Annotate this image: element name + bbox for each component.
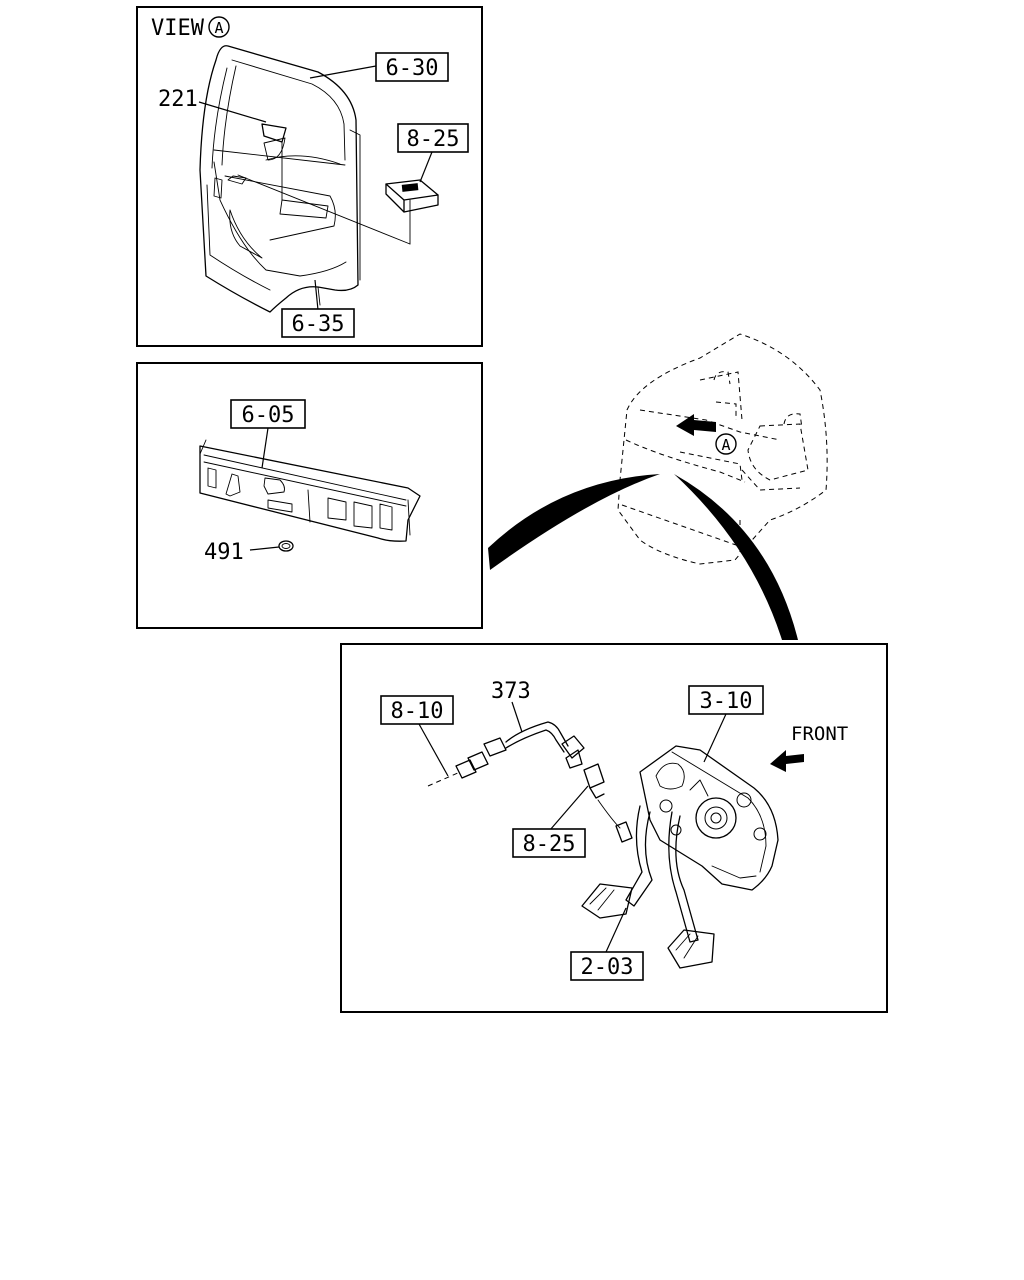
svg-text:A: A [721, 436, 730, 454]
part-label-491: 491 [204, 540, 244, 565]
cab-outline [617, 333, 828, 565]
dash-panel-illustration [199, 439, 421, 542]
leader-6-30 [309, 65, 377, 79]
part-label-373: 373 [491, 679, 531, 704]
view-marker: A [208, 16, 230, 38]
cab-view-marker: A [715, 433, 737, 455]
svg-text:8-25: 8-25 [523, 832, 576, 857]
svg-text:8-10: 8-10 [391, 699, 444, 724]
ref-box-8-25-top: 8-25 [397, 123, 469, 153]
svg-text:A: A [214, 19, 223, 37]
ref-box-6-05: 6-05 [230, 399, 306, 429]
front-label: FRONT [791, 723, 848, 745]
front-arrow-icon [770, 750, 804, 772]
dash-panel: 6-05 491 [136, 362, 483, 629]
leader-3-10 [703, 713, 727, 763]
leader-6-35 [314, 279, 319, 311]
svg-text:6-35: 6-35 [292, 312, 345, 337]
leader-373 [511, 701, 523, 733]
leader-8-25-top [419, 151, 433, 183]
svg-text:6-05: 6-05 [242, 403, 295, 428]
ref-box-8-25-bottom: 8-25 [512, 828, 586, 858]
pedal-panel-frame [340, 643, 888, 1013]
sweep-to-pedal-panel [674, 474, 798, 640]
ref-box-6-35: 6-35 [281, 308, 355, 338]
cab-overview: A [488, 333, 828, 640]
ref-box-8-10: 8-10 [380, 695, 454, 725]
leader-8-10 [418, 723, 449, 777]
leader-221 [198, 101, 267, 123]
leader-2-03 [605, 907, 627, 953]
svg-text:3-10: 3-10 [700, 689, 753, 714]
svg-text:6-30: 6-30 [386, 56, 439, 81]
pedal-panel: FRONT 8-10 373 3-10 8-25 2-03 [340, 643, 888, 1013]
grommet-illustration [278, 540, 294, 552]
dash-panel-frame [136, 362, 483, 629]
pedals-illustration [581, 805, 715, 969]
leader-491 [249, 546, 280, 551]
ref-box-6-30: 6-30 [375, 52, 449, 82]
view-arrow [676, 414, 716, 436]
pedal-box-illustration [639, 745, 779, 891]
view-a-panel: VIEW A [136, 6, 483, 347]
window-switch-illustration [385, 179, 439, 213]
svg-text:8-25: 8-25 [407, 127, 460, 152]
leader-8-25-bottom [549, 785, 589, 831]
svg-text:2-03: 2-03 [581, 955, 634, 980]
ref-box-3-10: 3-10 [688, 685, 764, 715]
ref-box-2-03: 2-03 [570, 951, 644, 981]
view-a-frame [136, 6, 483, 347]
sweep-to-dash-panel [488, 474, 660, 570]
door-illustration [199, 45, 411, 313]
harness-illustration [427, 721, 633, 843]
part-label-221: 221 [158, 87, 198, 112]
view-label: VIEW [151, 16, 205, 41]
leader-6-05 [261, 427, 269, 469]
